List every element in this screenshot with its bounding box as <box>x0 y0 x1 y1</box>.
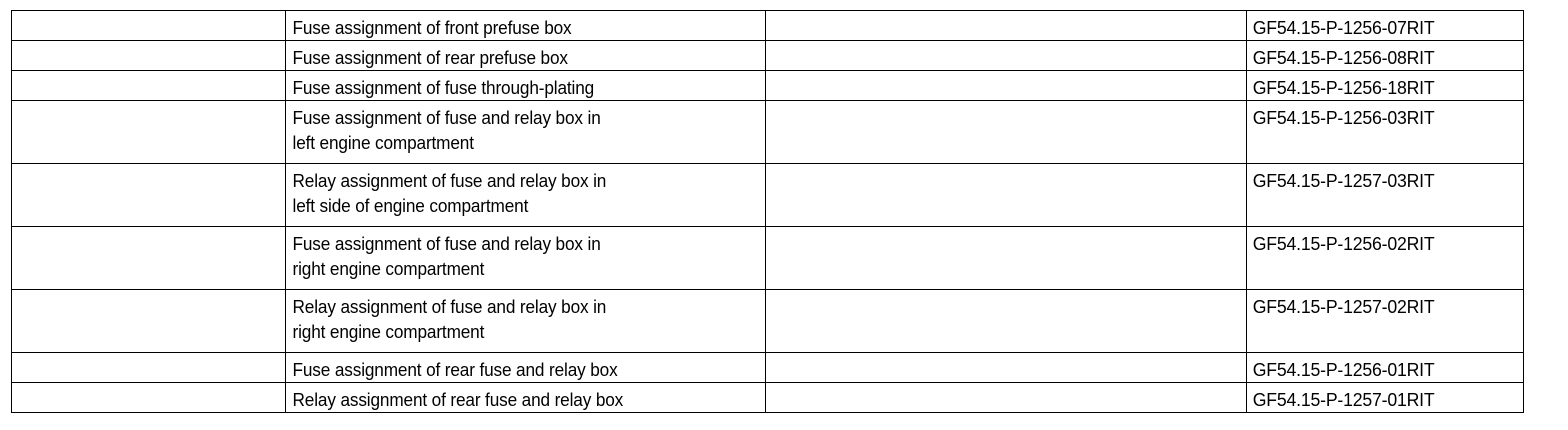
document-number-cell: GF54.15-P-1256-18RIT <box>1246 70 1524 101</box>
description-text: Fuse assignment of rear prefuse box <box>292 47 568 68</box>
description-cell: Relay assignment of rear fuse and relay … <box>285 382 766 413</box>
notes-cell <box>765 226 1247 290</box>
notes-cell <box>765 289 1247 353</box>
document-number-cell: GF54.15-P-1256-07RIT <box>1246 10 1524 41</box>
description-text: Fuse assignment of front prefuse box <box>292 17 572 38</box>
document-number-cell: GF54.15-P-1257-03RIT <box>1246 163 1524 227</box>
description-text: Fuse assignment of rear fuse and relay b… <box>292 359 618 380</box>
document-number-cell: GF54.15-P-1257-01RIT <box>1246 382 1524 413</box>
reference-cell <box>11 70 286 101</box>
table-row: Relay assignment of fuse and relay box i… <box>11 163 1524 227</box>
reference-cell <box>11 352 286 383</box>
document-number-cell: GF54.15-P-1257-02RIT <box>1246 289 1524 353</box>
description-text: Relay assignment of fuse and relay box i… <box>292 170 607 216</box>
description-cell: Fuse assignment of front prefuse box <box>285 10 766 41</box>
description-text: Fuse assignment of fuse and relay box in… <box>292 233 601 279</box>
table-row: Fuse assignment of front prefuse box GF5… <box>11 10 1524 41</box>
document-number-cell: GF54.15-P-1256-02RIT <box>1246 226 1524 290</box>
document-number-text: GF54.15-P-1257-01RIT <box>1252 389 1435 410</box>
notes-cell <box>765 70 1247 101</box>
notes-cell <box>765 10 1247 41</box>
table-row: Fuse assignment of fuse and relay box in… <box>11 100 1524 164</box>
document-reference-table: Fuse assignment of front prefuse box GF5… <box>11 10 1524 413</box>
notes-cell <box>765 352 1247 383</box>
notes-cell <box>765 40 1247 71</box>
reference-cell <box>11 163 286 227</box>
description-text: Relay assignment of rear fuse and relay … <box>292 389 624 410</box>
notes-cell <box>765 163 1247 227</box>
document-number-cell: GF54.15-P-1256-03RIT <box>1246 100 1524 164</box>
description-text: Fuse assignment of fuse and relay box in… <box>292 107 601 153</box>
reference-cell <box>11 226 286 290</box>
description-cell: Relay assignment of fuse and relay box i… <box>285 163 766 227</box>
reference-cell <box>11 40 286 71</box>
document-number-text: GF54.15-P-1256-01RIT <box>1252 359 1435 380</box>
document-number-text: GF54.15-P-1256-08RIT <box>1252 47 1435 68</box>
table-row: Fuse assignment of rear fuse and relay b… <box>11 352 1524 383</box>
document-number-text: GF54.15-P-1256-02RIT <box>1252 233 1435 254</box>
description-cell: Fuse assignment of rear fuse and relay b… <box>285 352 766 383</box>
reference-cell <box>11 10 286 41</box>
reference-cell <box>11 100 286 164</box>
table-row: Fuse assignment of fuse through-plating … <box>11 70 1524 101</box>
description-text: Fuse assignment of fuse through-plating <box>292 77 595 98</box>
description-cell: Fuse assignment of fuse and relay box in… <box>285 226 766 290</box>
table-body: Fuse assignment of front prefuse box GF5… <box>11 10 1524 413</box>
description-text: Relay assignment of fuse and relay box i… <box>292 296 607 342</box>
reference-cell <box>11 382 286 413</box>
reference-table-container: Fuse assignment of front prefuse box GF5… <box>11 10 1524 413</box>
table-row: Relay assignment of rear fuse and relay … <box>11 382 1524 413</box>
document-number-cell: GF54.15-P-1256-08RIT <box>1246 40 1524 71</box>
table-row: Fuse assignment of fuse and relay box in… <box>11 226 1524 290</box>
reference-cell <box>11 289 286 353</box>
notes-cell <box>765 100 1247 164</box>
document-number-text: GF54.15-P-1256-07RIT <box>1252 17 1435 38</box>
description-cell: Relay assignment of fuse and relay box i… <box>285 289 766 353</box>
document-number-text: GF54.15-P-1256-18RIT <box>1252 77 1435 98</box>
description-cell: Fuse assignment of rear prefuse box <box>285 40 766 71</box>
document-number-text: GF54.15-P-1256-03RIT <box>1252 107 1435 128</box>
document-number-text: GF54.15-P-1257-02RIT <box>1252 296 1435 317</box>
description-cell: Fuse assignment of fuse through-plating <box>285 70 766 101</box>
table-row: Relay assignment of fuse and relay box i… <box>11 289 1524 353</box>
document-number-cell: GF54.15-P-1256-01RIT <box>1246 352 1524 383</box>
description-cell: Fuse assignment of fuse and relay box in… <box>285 100 766 164</box>
document-number-text: GF54.15-P-1257-03RIT <box>1252 170 1435 191</box>
notes-cell <box>765 382 1247 413</box>
table-row: Fuse assignment of rear prefuse box GF54… <box>11 40 1524 71</box>
